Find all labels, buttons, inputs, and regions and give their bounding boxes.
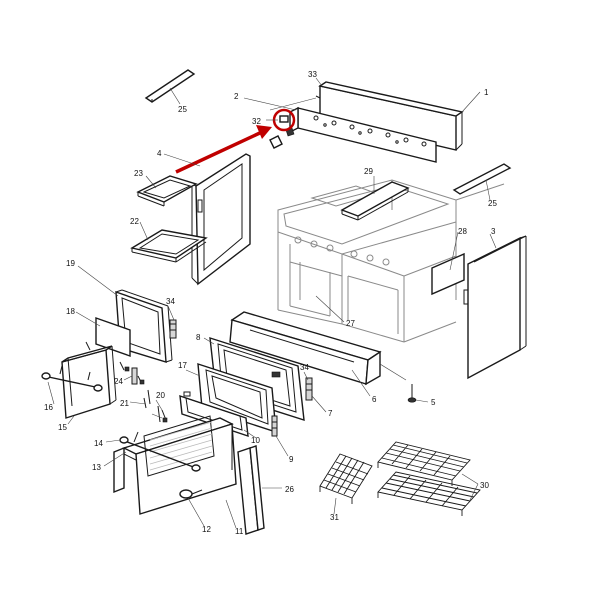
part-26-side-trim — [237, 445, 265, 535]
label-part-20: 20 — [156, 391, 165, 400]
part-25-trim-right — [452, 163, 512, 195]
part-13-door-handle — [119, 431, 201, 472]
label-part-18: 18 — [66, 307, 75, 316]
label-part-4: 4 — [157, 149, 162, 158]
highlight-arrow — [175, 125, 272, 174]
label-part-23: 23 — [134, 169, 143, 178]
part-8-outer-door-frame — [209, 337, 305, 421]
part-34-hinge-lower — [305, 377, 313, 401]
part-30-oven-rack-lower — [377, 471, 481, 516]
label-part-31: 31 — [330, 513, 339, 522]
label-part-16: 16 — [44, 403, 53, 412]
label-part-11: 11 — [235, 527, 244, 536]
part-4-side-frame — [191, 153, 251, 286]
label-part-26: 26 — [285, 485, 294, 494]
part-15-small-door — [61, 345, 117, 419]
label-part-28: 28 — [458, 227, 467, 236]
label-part-19: 19 — [66, 259, 75, 268]
label-part-22: 22 — [130, 217, 139, 226]
part-24-hinge — [131, 367, 138, 385]
part-32-clip — [269, 115, 295, 149]
label-part-24: 24 — [114, 377, 123, 386]
label-part-3: 3 — [491, 227, 496, 236]
label-part-2: 2 — [234, 92, 239, 101]
guide-lines — [269, 97, 407, 381]
part-22-tray — [130, 229, 208, 263]
leader-lines — [47, 77, 497, 529]
part-21-screw — [143, 397, 147, 409]
label-part-30: 30 — [480, 481, 489, 490]
label-part-6: 6 — [372, 395, 377, 404]
label-part-10: 10 — [251, 436, 260, 445]
label-part-29: 29 — [364, 167, 373, 176]
part-11-left-pillar — [113, 446, 125, 494]
label-part-34-lower: 34 — [300, 363, 309, 372]
part-30-oven-rack-upper — [377, 441, 471, 486]
part-6-kickplate — [229, 311, 382, 386]
part-23-tray — [136, 175, 198, 207]
label-part-34-upper: 34 — [166, 297, 175, 306]
label-part-32: 32 — [252, 117, 261, 126]
part-12-knob — [179, 489, 203, 499]
label-part-21: 21 — [120, 399, 129, 408]
label-part-13: 13 — [92, 463, 101, 472]
label-part-25-right: 25 — [488, 199, 497, 208]
part-9-hinge — [271, 415, 278, 437]
label-part-25-left: 25 — [178, 105, 187, 114]
part-28-panel — [431, 252, 465, 296]
part-29-burner-cap — [340, 181, 410, 221]
label-part-15: 15 — [58, 423, 67, 432]
part-25-trim-left — [144, 69, 196, 103]
part-11-main-door — [122, 415, 237, 515]
part-16-handle — [41, 365, 103, 392]
label-part-17: 17 — [178, 361, 187, 370]
part-labels: 1 2 3 4 5 6 7 8 9 10 11 12 13 14 15 16 1… — [44, 70, 497, 536]
label-part-14: 14 — [94, 439, 103, 448]
label-part-27: 27 — [346, 319, 355, 328]
label-part-8: 8 — [196, 333, 201, 342]
label-part-12: 12 — [202, 525, 211, 534]
part-20-screw — [161, 409, 168, 423]
part-5-screw — [407, 384, 417, 403]
small-screws — [85, 341, 161, 423]
label-part-33: 33 — [308, 70, 317, 79]
part-18-liner-panel — [95, 317, 131, 357]
part-34-hinge-upper — [169, 319, 177, 339]
part-31-oven-rack — [319, 453, 373, 504]
part-3-side-panel — [463, 235, 527, 380]
label-part-7: 7 — [328, 409, 333, 418]
label-part-5: 5 — [431, 398, 436, 407]
label-part-9: 9 — [289, 455, 294, 464]
label-part-1: 1 — [484, 88, 489, 97]
